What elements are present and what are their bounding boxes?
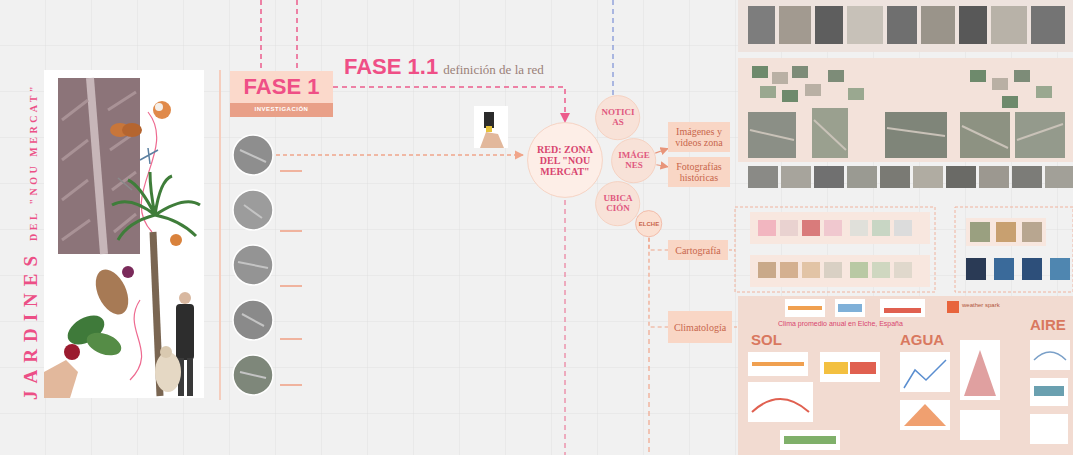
guide-lines <box>261 0 772 455</box>
source-box: Fotografías históricas <box>668 157 730 187</box>
node-text: INVESTIGACIÓN <box>255 106 309 113</box>
connector <box>656 165 668 167</box>
connector <box>655 148 668 153</box>
phase-heading: FASE 1.1 definición de la red <box>344 55 544 79</box>
panel-heading: AIRE <box>1030 316 1066 333</box>
topic-circle: IMÁGENES <box>611 138 656 183</box>
phase-label: FASE 1.1 <box>344 55 438 79</box>
circle-shape <box>596 182 640 226</box>
connector <box>333 87 565 122</box>
phase-box: FASE 1 <box>230 71 333 103</box>
source-box: Climatología <box>668 311 732 343</box>
connector <box>649 238 668 250</box>
hand-photo <box>474 106 508 148</box>
source-note: weather spark <box>962 302 1000 309</box>
title-word: JARDINES <box>20 249 42 400</box>
circle-shape <box>528 123 603 198</box>
connector <box>649 238 668 327</box>
node-text: NOTICIAS <box>601 108 635 128</box>
circle-shape <box>612 139 656 183</box>
title-subtitle: DEL "NOU MERCAT" <box>28 83 39 241</box>
node-text: RED: ZONA DEL "NOU MERCAT" <box>535 144 595 177</box>
map-panels <box>735 207 1073 292</box>
node-text: UBICACIÓN <box>601 194 635 214</box>
research-column <box>220 70 523 400</box>
topic-circle: UBICACIÓN <box>595 181 640 226</box>
panel-heading: SOL <box>751 331 782 348</box>
node-text: Fotografías históricas <box>672 161 726 183</box>
source-box: Cartografía <box>668 240 728 260</box>
node-text: IMÁGENES <box>617 151 651 171</box>
node-text: ELCHE <box>639 221 659 228</box>
node-text: Climatología <box>672 322 728 333</box>
topic-circle: NOTICIAS <box>595 95 640 140</box>
place-circle: ELCHE <box>635 210 662 237</box>
phase-description: definición de la red <box>443 62 544 78</box>
climate-charts <box>738 296 1073 455</box>
photo-panels <box>738 0 1073 188</box>
hub-circle: RED: ZONA DEL "NOU MERCAT" <box>527 122 603 198</box>
circle-shape <box>636 211 662 237</box>
node-text: Imágenes y videos zona <box>672 126 726 148</box>
source-box: Imágenes y videos zona <box>668 122 730 152</box>
node-text: Cartografía <box>672 245 724 256</box>
node-text: FASE 1 <box>244 75 320 99</box>
phase-band: INVESTIGACIÓN <box>230 103 333 117</box>
panel-heading: AGUA <box>900 331 944 348</box>
circle-shape <box>596 96 640 140</box>
chart-caption: Clima promedio anual en Elche, España <box>776 320 905 328</box>
vertical-title: JARDINES DEL "NOU MERCAT" <box>20 83 42 400</box>
garden-collage <box>44 70 204 398</box>
